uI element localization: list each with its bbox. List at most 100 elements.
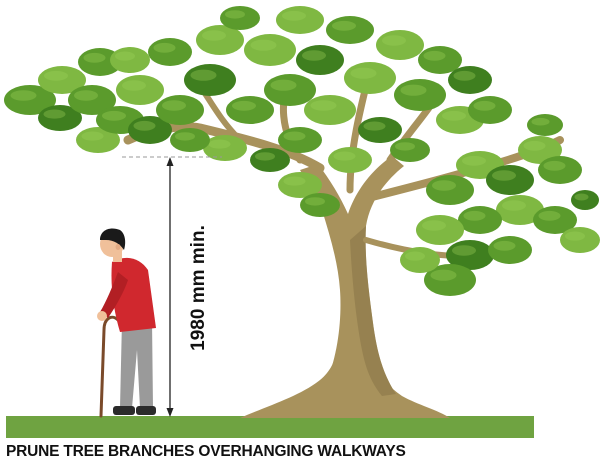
leaf-cluster bbox=[560, 227, 600, 253]
leaf-cluster bbox=[344, 62, 396, 94]
elderly-person-with-cane bbox=[97, 228, 156, 418]
leaf-cluster bbox=[533, 206, 577, 234]
leaf-cluster bbox=[448, 66, 492, 94]
leaf-cluster bbox=[296, 45, 344, 75]
leaf-highlight bbox=[382, 35, 406, 46]
leaf-cluster bbox=[148, 38, 192, 66]
leaf-cluster bbox=[128, 116, 172, 144]
leaf-cluster bbox=[264, 74, 316, 106]
cane-icon bbox=[99, 315, 120, 418]
leaf-cluster bbox=[278, 127, 322, 153]
leaf-highlight bbox=[115, 51, 135, 61]
leaf-highlight bbox=[565, 231, 585, 241]
leaf-cluster bbox=[278, 172, 322, 198]
leaf-highlight bbox=[430, 269, 457, 281]
leaf-cluster bbox=[418, 46, 462, 74]
leaf-highlight bbox=[225, 10, 245, 19]
leaf-cluster bbox=[78, 48, 122, 76]
clearance-label: 1980 mm min. bbox=[188, 225, 209, 351]
leaf-highlight bbox=[333, 151, 356, 161]
leaf-cluster bbox=[196, 25, 244, 55]
leaf-highlight bbox=[574, 193, 589, 201]
tree-trunk-shade bbox=[350, 226, 396, 396]
leaf-highlight bbox=[208, 139, 231, 149]
leaf-cluster bbox=[4, 85, 56, 115]
leaf-highlight bbox=[305, 197, 325, 206]
leaf-highlight bbox=[423, 50, 446, 61]
leaf-cluster bbox=[376, 30, 424, 60]
clearance-dimension bbox=[166, 157, 174, 417]
leaf-highlight bbox=[302, 50, 326, 61]
leaf-cluster bbox=[328, 147, 372, 173]
leaf-cluster bbox=[358, 117, 402, 143]
leaf-cluster bbox=[304, 95, 356, 125]
leaf-cluster bbox=[488, 236, 532, 264]
leaf-highlight bbox=[473, 100, 496, 111]
leaf-highlight bbox=[282, 10, 306, 21]
leaf-highlight bbox=[432, 180, 456, 191]
leaf-cluster bbox=[38, 105, 82, 131]
leaf-highlight bbox=[175, 132, 195, 141]
leaf-cluster bbox=[538, 156, 582, 184]
leaf-cluster bbox=[518, 136, 562, 164]
leaf-highlight bbox=[452, 245, 476, 256]
leaf-cluster bbox=[326, 16, 374, 44]
leaf-highlight bbox=[270, 79, 297, 91]
leaf-highlight bbox=[310, 100, 337, 111]
leaf-cluster bbox=[220, 6, 260, 30]
walkway-clearance-illustration: 1980 mm min. bbox=[4, 6, 600, 438]
grass-ground bbox=[6, 416, 534, 438]
person-neck bbox=[113, 250, 122, 262]
leaf-highlight bbox=[422, 220, 446, 231]
leaf-cluster bbox=[424, 264, 476, 296]
leaf-highlight bbox=[83, 52, 106, 63]
leaf-highlight bbox=[250, 39, 277, 51]
leaf-highlight bbox=[350, 67, 377, 79]
leaf-highlight bbox=[283, 131, 306, 141]
leaf-highlight bbox=[463, 210, 486, 221]
dimension-arrow-top bbox=[166, 157, 174, 166]
leaf-highlight bbox=[543, 160, 566, 171]
leaf-cluster bbox=[184, 64, 236, 96]
person-shoe-left bbox=[113, 406, 135, 415]
leaf-cluster bbox=[110, 47, 150, 73]
leaf-cluster bbox=[170, 128, 210, 152]
leaf-highlight bbox=[400, 84, 427, 96]
leaf-highlight bbox=[44, 70, 68, 81]
leaf-highlight bbox=[492, 170, 516, 181]
leaf-highlight bbox=[162, 100, 186, 111]
leaf-cluster bbox=[226, 96, 274, 124]
person-hair bbox=[100, 228, 126, 250]
person-hand bbox=[97, 311, 107, 321]
leaf-cluster bbox=[486, 165, 534, 195]
leaf-cluster bbox=[426, 175, 474, 205]
leaf-cluster bbox=[300, 193, 340, 217]
leaf-highlight bbox=[283, 176, 306, 186]
leaf-highlight bbox=[74, 90, 98, 101]
person-trousers bbox=[120, 320, 153, 408]
leaf-cluster bbox=[416, 215, 464, 245]
leaf-highlight bbox=[153, 42, 176, 53]
person-shoe-right bbox=[136, 406, 156, 415]
leaf-highlight bbox=[363, 121, 386, 131]
leaf-cluster bbox=[250, 148, 290, 172]
leaf-highlight bbox=[202, 30, 226, 41]
leaf-cluster bbox=[276, 6, 324, 34]
leaf-highlight bbox=[81, 131, 104, 141]
tree-canopy bbox=[4, 6, 600, 296]
leaf-cluster bbox=[76, 127, 120, 153]
leaf-cluster bbox=[446, 240, 494, 270]
leaf-cluster bbox=[390, 138, 430, 162]
leaf-cluster bbox=[38, 66, 86, 94]
leaf-cluster bbox=[400, 247, 440, 273]
leaf-cluster bbox=[203, 135, 247, 161]
leaf-cluster bbox=[527, 114, 563, 136]
leaf-highlight bbox=[43, 109, 66, 119]
leaf-highlight bbox=[538, 210, 561, 221]
dimension-arrow-bottom bbox=[166, 408, 174, 417]
leaf-cluster bbox=[116, 75, 164, 105]
leaf-highlight bbox=[133, 120, 156, 131]
leaf-cluster bbox=[68, 85, 116, 115]
leaf-highlight bbox=[531, 117, 550, 126]
leaf-highlight bbox=[255, 152, 275, 161]
